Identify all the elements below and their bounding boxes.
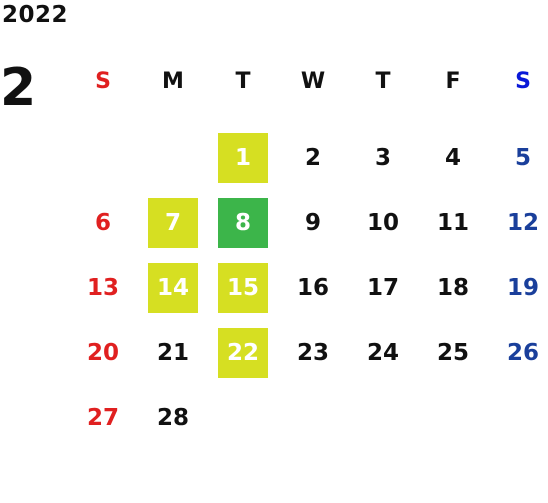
day-number[interactable]: 1: [218, 132, 268, 183]
day-number[interactable]: 18: [436, 274, 469, 301]
day-cell[interactable]: 16: [278, 255, 348, 320]
weekday-header-sat: S: [515, 68, 531, 94]
week-row: 1 2 3 4 5: [68, 125, 548, 190]
day-number[interactable]: 4: [444, 144, 461, 171]
weekday-header-tue: T: [235, 68, 251, 94]
day-number[interactable]: 7: [148, 197, 198, 248]
day-cell[interactable]: 19: [488, 255, 548, 320]
day-number[interactable]: 23: [296, 339, 329, 366]
day-cell[interactable]: 8: [208, 190, 278, 255]
day-cell[interactable]: 13: [68, 255, 138, 320]
day-number[interactable]: 19: [506, 274, 539, 301]
day-cell[interactable]: 18: [418, 255, 488, 320]
day-cell[interactable]: 23: [278, 320, 348, 385]
day-cell[interactable]: 28: [138, 385, 208, 450]
day-cell[interactable]: 25: [418, 320, 488, 385]
day-cell: [488, 385, 548, 450]
day-number[interactable]: 27: [86, 404, 119, 431]
day-cell: [208, 385, 278, 450]
day-cell[interactable]: 10: [348, 190, 418, 255]
year-label: 2022: [2, 2, 69, 28]
day-number[interactable]: 20: [86, 339, 119, 366]
day-number[interactable]: 17: [366, 274, 399, 301]
day-cell[interactable]: 12: [488, 190, 548, 255]
day-number[interactable]: 11: [436, 209, 469, 236]
day-cell[interactable]: 21: [138, 320, 208, 385]
weekday-header-wed: W: [300, 68, 326, 94]
day-number[interactable]: 25: [436, 339, 469, 366]
day-number[interactable]: 9: [304, 209, 321, 236]
day-cell[interactable]: 15: [208, 255, 278, 320]
day-cell: [278, 385, 348, 450]
day-number[interactable]: 21: [156, 339, 189, 366]
day-cell[interactable]: 22: [208, 320, 278, 385]
day-cell[interactable]: 5: [488, 125, 548, 190]
day-number[interactable]: 12: [506, 209, 539, 236]
day-number[interactable]: 28: [156, 404, 189, 431]
weekday-header-mon: M: [162, 68, 184, 94]
day-cell[interactable]: 26: [488, 320, 548, 385]
day-number[interactable]: 13: [86, 274, 119, 301]
day-cell: [348, 385, 418, 450]
day-cell[interactable]: 7: [138, 190, 208, 255]
day-cell: [68, 125, 138, 190]
day-cell[interactable]: 2: [278, 125, 348, 190]
week-row: 27 28: [68, 385, 548, 450]
day-number[interactable]: 6: [94, 209, 111, 236]
day-cell[interactable]: 6: [68, 190, 138, 255]
day-number[interactable]: 14: [148, 262, 198, 313]
day-number[interactable]: 16: [296, 274, 329, 301]
day-cell[interactable]: 17: [348, 255, 418, 320]
month-label: 2: [0, 58, 37, 118]
day-number[interactable]: 2: [304, 144, 321, 171]
day-cell[interactable]: 14: [138, 255, 208, 320]
day-number[interactable]: 3: [374, 144, 391, 171]
day-cell[interactable]: 24: [348, 320, 418, 385]
weekday-header-thu: T: [375, 68, 391, 94]
day-number[interactable]: 5: [514, 144, 531, 171]
day-number[interactable]: 22: [218, 327, 268, 378]
day-cell[interactable]: 3: [348, 125, 418, 190]
day-number[interactable]: 26: [506, 339, 539, 366]
week-row: 13 14 15 16 17 18 19: [68, 255, 548, 320]
day-cell: [138, 125, 208, 190]
weekday-header-row: S M T W T F S: [68, 60, 548, 102]
day-cell[interactable]: 4: [418, 125, 488, 190]
day-cell[interactable]: 27: [68, 385, 138, 450]
week-row: 20 21 22 23 24 25 26: [68, 320, 548, 385]
weekday-header-fri: F: [445, 68, 461, 94]
day-cell[interactable]: 11: [418, 190, 488, 255]
weekday-header-sun: S: [95, 68, 111, 94]
day-number[interactable]: 15: [218, 262, 268, 313]
day-number[interactable]: 8: [218, 197, 268, 248]
day-cell: [418, 385, 488, 450]
day-cell[interactable]: 1: [208, 125, 278, 190]
day-cell[interactable]: 9: [278, 190, 348, 255]
day-number[interactable]: 10: [366, 209, 399, 236]
day-number[interactable]: 24: [366, 339, 399, 366]
day-cell[interactable]: 20: [68, 320, 138, 385]
